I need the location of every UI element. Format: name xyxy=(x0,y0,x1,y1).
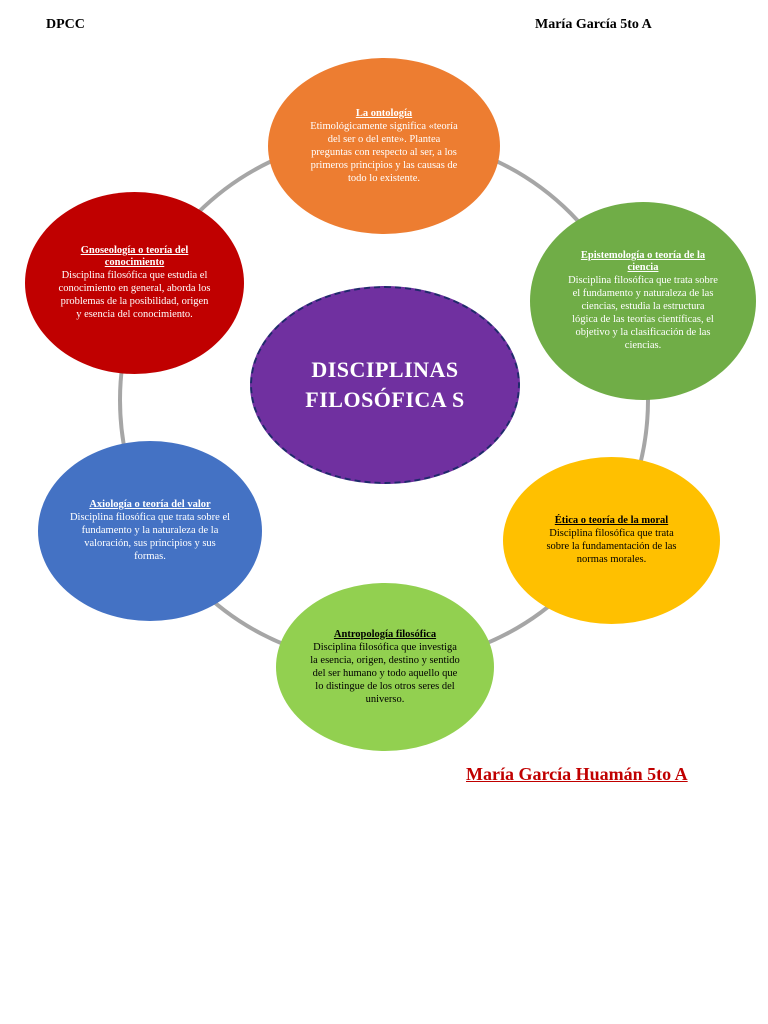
node-etica: Ética o teoría de la moral Disciplina fi… xyxy=(503,457,720,624)
node-epistemologia: Epistemología o teoría de la ciencia Dis… xyxy=(530,202,756,400)
node-etica-text: Disciplina filosófica que trata sobre la… xyxy=(546,528,677,565)
header-right: María García 5to A xyxy=(535,17,652,32)
node-epistemologia-text: Disciplina filosófica que trata sobre el… xyxy=(568,275,718,351)
node-gnoseologia-text: Disciplina filosófica que estudia el con… xyxy=(58,270,211,320)
author-signature: María García Huamán 5to A xyxy=(466,764,688,784)
node-axiologia: Axiología o teoría del valor Disciplina … xyxy=(38,441,262,621)
node-antropologia-title: Antropología filosófica xyxy=(333,628,437,640)
header-left: DPCC xyxy=(46,17,85,32)
node-etica-title: Ética o teoría de la moral xyxy=(554,515,669,526)
node-antropologia-text: Disciplina filosófica que investiga la e… xyxy=(310,641,460,705)
node-axiologia-title: Axiología o teoría del valor xyxy=(89,499,211,510)
center-title: DISCIPLINAS FILOSÓFICA S xyxy=(305,357,465,412)
node-ontologia-title: La ontología xyxy=(355,107,413,119)
node-antropologia: Antropología filosófica Disciplina filos… xyxy=(276,583,494,751)
node-ontologia: La ontología Etimológicamente significa … xyxy=(268,58,500,234)
node-epistemologia-title: Epistemología o teoría de la ciencia xyxy=(580,250,706,273)
node-gnoseologia-title: Gnoseología o teoría del conocimiento xyxy=(80,245,189,268)
node-gnoseologia: Gnoseología o teoría del conocimiento Di… xyxy=(25,192,244,374)
center-node: DISCIPLINAS FILOSÓFICA S xyxy=(250,286,520,484)
node-ontologia-text: Etimológicamente significa «teoría del s… xyxy=(310,120,458,184)
node-axiologia-text: Disciplina filosófica que trata sobre el… xyxy=(69,512,231,562)
